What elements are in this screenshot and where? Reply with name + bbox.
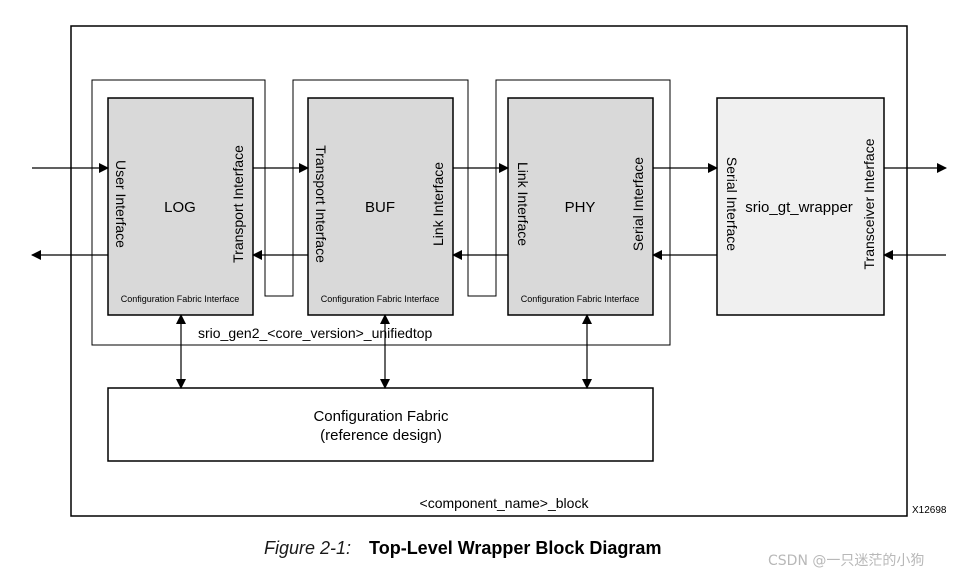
phy-title: PHY xyxy=(565,199,596,216)
figure-number: Figure 2-1: xyxy=(264,538,352,558)
config-fabric-title: Configuration Fabric xyxy=(313,408,449,425)
unifiedtop-outline xyxy=(91,79,671,346)
log-user-interface-label: User Interface xyxy=(113,160,129,248)
phy-serial-interface-label: Serial Interface xyxy=(630,157,646,251)
figure-caption: Figure 2-1: Top-Level Wrapper Block Diagr… xyxy=(264,538,661,559)
gt-wrapper-title: srio_gt_wrapper xyxy=(745,199,853,216)
watermark: CSDN @一只迷茫的小狗 xyxy=(768,553,925,569)
phy-block xyxy=(507,97,654,316)
config-fabric-block xyxy=(107,387,654,462)
buf-title: BUF xyxy=(365,199,395,216)
phy-config-interface-label: Configuration Fabric Interface xyxy=(521,294,640,304)
log-block xyxy=(107,97,254,316)
component-block-label: <component_name>_block xyxy=(420,495,590,511)
config-fabric-subtitle: (reference design) xyxy=(320,427,442,444)
log-transport-interface-label: Transport Interface xyxy=(230,145,246,263)
gt-serial-interface-label: Serial Interface xyxy=(724,157,740,251)
unifiedtop-label: srio_gen2_<core_version>_unifiedtop xyxy=(198,325,432,341)
buf-link-interface-label: Link Interface xyxy=(430,162,446,246)
buf-block xyxy=(307,97,454,316)
gt-transceiver-interface-label: Transceiver Interface xyxy=(861,138,877,269)
log-title: LOG xyxy=(164,199,196,216)
component-block-frame xyxy=(70,25,908,517)
figure-title: Top-Level Wrapper Block Diagram xyxy=(369,538,662,558)
buf-transport-interface-label: Transport Interface xyxy=(313,145,329,263)
figure-id: X12698 xyxy=(912,505,947,516)
gt-wrapper-block xyxy=(716,97,885,316)
log-config-interface-label: Configuration Fabric Interface xyxy=(121,294,240,304)
phy-link-interface-label: Link Interface xyxy=(515,162,531,246)
buf-config-interface-label: Configuration Fabric Interface xyxy=(321,294,440,304)
